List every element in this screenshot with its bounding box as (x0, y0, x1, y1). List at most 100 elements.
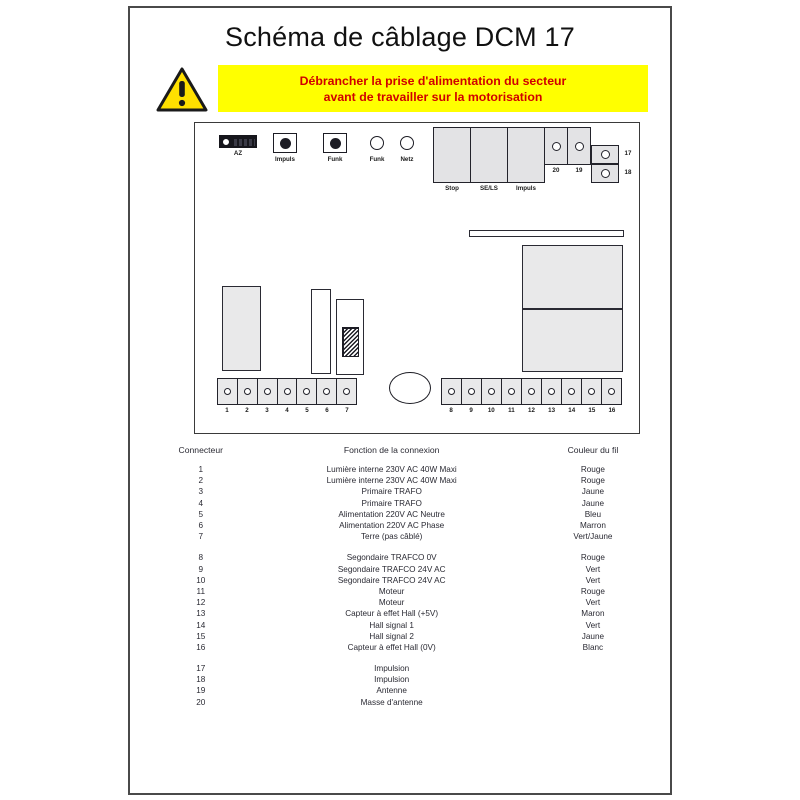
cell-function: Impulsion (374, 664, 410, 674)
cell-connector: 17 (196, 664, 206, 674)
warning-line-1: Débrancher la prise d'alimentation du se… (299, 73, 567, 88)
terminal-17-hole (600, 150, 610, 159)
page-title: Schéma de câblage DCM 17 (225, 22, 575, 52)
terminal-cell-16 (602, 379, 621, 404)
terminal-hole-13 (548, 388, 555, 395)
terminal-18 (591, 164, 619, 183)
cell-function: Impulsion (374, 675, 410, 685)
terminal-18-hole (600, 169, 610, 178)
cell-connector: 3 (198, 487, 204, 497)
header-connecteur: Connecteur (178, 445, 223, 455)
cell-connector: 1 (198, 465, 204, 475)
button-funk[interactable] (323, 133, 347, 153)
cell-function: Primaire TRAFO (361, 487, 422, 497)
terminal-cell-5 (297, 379, 318, 404)
button-impuls-cap (279, 137, 291, 149)
terminal-number-8: 8 (449, 407, 453, 414)
terminal-number-16: 16 (608, 407, 616, 414)
terminal-number-1: 1 (225, 407, 229, 414)
cell-connector: 9 (198, 564, 204, 574)
terminal-cell-13 (542, 379, 562, 404)
terminal-number-6: 6 (325, 407, 329, 414)
terminal-number-11: 11 (508, 407, 515, 414)
cell-function: Segondaire TRAFCO 24V AC (337, 575, 446, 585)
table-row: 17 Impulsion (144, 663, 660, 674)
cell-color (526, 685, 660, 696)
table-row: 12 Moteur Vert (144, 597, 660, 608)
terminal-number-7: 7 (345, 407, 349, 414)
warning-text-box: Débrancher la prise d'alimentation du se… (218, 65, 648, 112)
terminal-hole-16 (608, 388, 615, 395)
connector-block-impuls (507, 127, 545, 183)
terminal-cell-14 (562, 379, 582, 404)
cell-function: Capteur à effet Hall (+5V) (345, 609, 439, 619)
cell-function: Moteur (378, 586, 405, 596)
cell-function: Masse d'antenne (360, 697, 423, 707)
terminal-number-3: 3 (265, 407, 269, 414)
cell-connector: 8 (198, 553, 204, 563)
table-group-gap (144, 542, 660, 552)
button-funk-cap (329, 137, 341, 149)
cell-function: Capteur à effet Hall (0V) (347, 642, 436, 652)
cell-connector: 12 (196, 598, 206, 608)
cell-color: Vert (585, 598, 601, 608)
cell-connector: 20 (196, 697, 206, 707)
cell-connector: 4 (198, 498, 204, 508)
terminal-hole-15 (588, 388, 595, 395)
cell-color: Rouge (580, 476, 605, 486)
heatsink-bar (469, 230, 624, 237)
cell-color: Jaune (581, 631, 605, 641)
terminal-cell-2 (238, 379, 258, 404)
cell-connector: 11 (196, 586, 206, 596)
cell-function: Hall signal 2 (369, 631, 414, 641)
terminal-hole-14 (568, 388, 575, 395)
cell-color: Maron (581, 609, 605, 619)
cell-color: Rouge (580, 465, 605, 475)
circuit-board-diagram: AZ Impuls Funk Funk Netz Stop SE/LS Impu… (194, 122, 640, 434)
terminal-cell-3 (258, 379, 278, 404)
cell-connector: 19 (196, 686, 206, 696)
cell-connector: 16 (196, 642, 206, 652)
terminal-cell-8 (442, 379, 462, 404)
button-impuls[interactable] (273, 133, 297, 153)
cell-function: Lumière interne 230V AC 40W Maxi (326, 465, 457, 475)
cell-connector: 18 (196, 675, 206, 685)
cell-color: Blanc (582, 642, 604, 652)
table-group-gap (144, 653, 660, 663)
az-display (219, 135, 257, 148)
connector-block-sels-label: SE/LS (480, 185, 498, 192)
wiring-table: Connecteur Fonction de la connexion Coul… (144, 444, 660, 708)
terminal-20-hole (551, 141, 561, 151)
terminal-hole-4 (283, 388, 291, 395)
terminal-cell-1 (218, 379, 238, 404)
terminal-hole-11 (508, 388, 515, 395)
cell-connector: 10 (196, 575, 206, 585)
coil-winding-icon (342, 327, 359, 357)
cell-function: Moteur (378, 598, 405, 608)
cell-color: Rouge (580, 586, 605, 596)
cell-color: Jaune (581, 498, 605, 508)
terminal-hole-12 (528, 388, 535, 395)
terminal-hole-1 (223, 388, 231, 395)
cell-color: Marron (579, 521, 606, 531)
cell-function: Alimentation 220V AC Neutre (338, 509, 445, 519)
table-row: 18 Impulsion (144, 674, 660, 685)
terminal-19 (567, 127, 591, 165)
header-fonction: Fonction de la connexion (343, 445, 440, 455)
cell-connector: 5 (198, 509, 204, 519)
cell-function: Primaire TRAFO (361, 498, 422, 508)
terminal-hole-5 (303, 388, 311, 395)
terminal-19-label: 19 (575, 167, 583, 174)
terminal-17-label: 17 (624, 150, 632, 157)
terminal-hole-2 (243, 388, 251, 395)
terminal-number-15: 15 (588, 407, 596, 414)
az-label: AZ (233, 150, 243, 157)
cell-color (526, 697, 660, 708)
